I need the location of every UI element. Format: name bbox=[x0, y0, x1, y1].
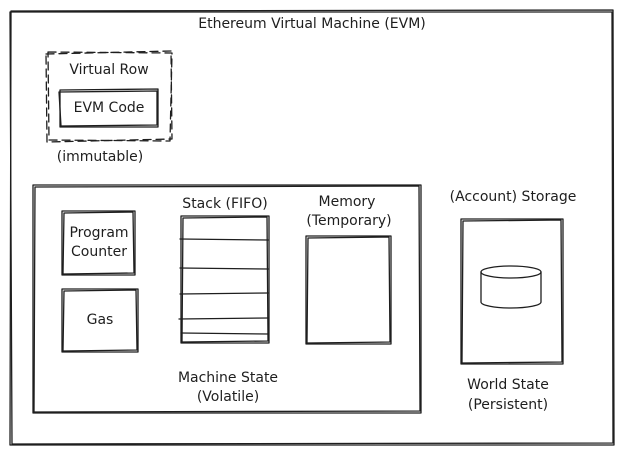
stack-slot-line bbox=[180, 332, 269, 335]
gas-box bbox=[61, 288, 139, 353]
world-state-caption-line2: (Persistent) bbox=[467, 397, 549, 413]
database-icon bbox=[480, 265, 542, 309]
program-counter-box bbox=[61, 210, 136, 276]
gas-label: Gas bbox=[86, 312, 114, 328]
program-counter-label-line2: Counter bbox=[71, 244, 127, 260]
stack-label: Stack (FIFO) bbox=[182, 196, 268, 212]
virtual-rom-label: Virtual Row bbox=[69, 62, 149, 78]
diagram-title: Ethereum Virtual Machine (EVM) bbox=[198, 16, 426, 32]
world-state-caption-line1: World State bbox=[467, 377, 549, 393]
immutable-note: (immutable) bbox=[56, 149, 144, 165]
memory-label-line2: (Temporary) bbox=[306, 213, 392, 229]
stack-slot-line bbox=[179, 267, 269, 270]
program-counter-label-line1: Program bbox=[69, 225, 129, 241]
machine-state-caption-line2: (Volatile) bbox=[196, 389, 260, 405]
stack-box bbox=[178, 215, 270, 344]
account-storage-box bbox=[460, 218, 564, 365]
memory-box bbox=[305, 235, 392, 345]
evm-code-label: EVM Code bbox=[73, 100, 145, 116]
stack-slot-line bbox=[178, 317, 269, 320]
stack-slot-line bbox=[179, 238, 269, 241]
evm-outer-frame bbox=[9, 9, 615, 446]
memory-label-line1: Memory bbox=[318, 194, 376, 210]
machine-state-caption-line1: Machine State bbox=[177, 370, 279, 386]
evm-code-box bbox=[58, 88, 159, 128]
stack-slot-line bbox=[179, 292, 269, 295]
machine-state-frame bbox=[32, 184, 422, 414]
account-storage-label: (Account) Storage bbox=[449, 189, 577, 205]
virtual-rom-box bbox=[45, 50, 173, 143]
